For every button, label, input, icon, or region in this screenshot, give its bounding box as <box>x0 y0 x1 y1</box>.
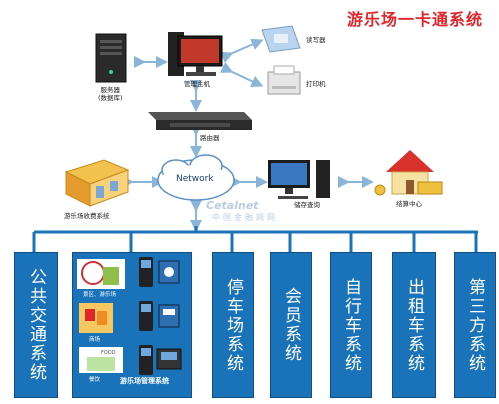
subsystem-box-3: 会员系统 <box>270 252 312 398</box>
pos-terminal-2-icon <box>139 301 153 331</box>
park-item-label: 景区、游乐场 <box>83 292 117 298</box>
mall-thumbnail <box>79 303 113 333</box>
printer-label: 打印机 <box>306 80 326 88</box>
network-cloud-icon <box>157 154 235 201</box>
link-host-reader <box>220 38 264 63</box>
server-label: 服务器 (数据库) <box>98 86 123 102</box>
card-terminal-3-icon <box>156 348 182 370</box>
subsystem-box-1: 公共交通系统 <box>14 252 58 398</box>
host-label: 管理主机 <box>184 80 210 88</box>
settle-label: 结算中心 <box>396 200 422 208</box>
card-terminal-icon <box>158 260 180 284</box>
subsystem-label: 出租车系统 <box>404 277 424 373</box>
pos-terminal-3-icon <box>139 345 153 375</box>
router-label: 路由器 <box>200 134 220 142</box>
amusement-park-thumbnail <box>77 259 125 289</box>
park-management-title: 游乐场管理系统 <box>120 377 169 385</box>
query-label: 储存查询 <box>294 201 320 209</box>
subsystem-box-5: 出租车系统 <box>392 252 436 398</box>
subsystem-box-4: 自行车系统 <box>330 252 372 398</box>
router-icon <box>148 112 252 130</box>
link-host-printer <box>220 62 264 87</box>
card-reader-label: 读写器 <box>306 36 326 44</box>
card-reader-icon <box>261 25 301 53</box>
park-management-box: FOOD 景区、游乐场 商场 餐饮 <box>72 252 192 398</box>
watermark-subtext: 中国金融网网 <box>212 213 278 222</box>
subsystem-label: 会员系统 <box>281 287 301 363</box>
food-sign-label: FOOD <box>101 350 116 356</box>
card-terminal-2-icon <box>158 304 180 328</box>
ticket-label: 游乐场收费系统 <box>64 212 110 220</box>
query-computer-icon <box>268 160 330 199</box>
watermark-text: Cetalnet <box>206 199 259 212</box>
settlement-house-icon <box>374 150 443 196</box>
subsystem-box-6: 第三方系统 <box>454 252 496 398</box>
mall-item-label: 商场 <box>89 337 101 343</box>
subsystem-label: 公共交通系统 <box>26 268 46 382</box>
printer-icon <box>267 65 301 95</box>
subsystem-label: 第三方系统 <box>465 277 485 373</box>
diagram-title: 游乐场一卡通系统 <box>347 10 484 29</box>
subsystem-label: 自行车系统 <box>341 277 361 373</box>
network-label: Network <box>176 174 214 184</box>
subsystem-box-2: 停车场系统 <box>212 252 254 398</box>
pos-terminal-icon <box>139 257 153 287</box>
park-management-graphics <box>77 257 182 375</box>
restaurant-thumbnail <box>79 347 123 373</box>
server-icon <box>95 33 127 83</box>
ticket-store-icon <box>64 159 130 207</box>
subsystem-label: 停车场系统 <box>223 277 243 373</box>
host-computer-icon <box>168 32 223 76</box>
food-item-label: 餐饮 <box>89 377 101 383</box>
